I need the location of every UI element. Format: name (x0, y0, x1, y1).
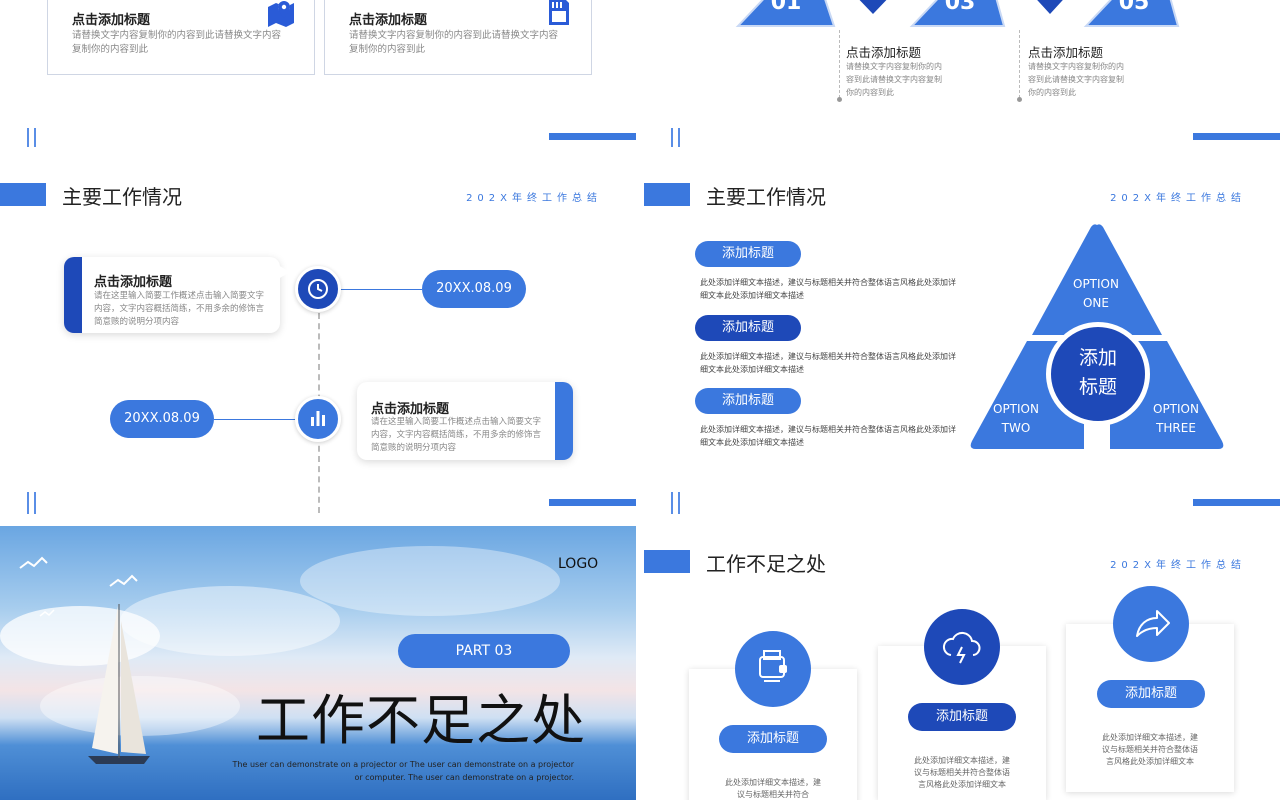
column-label-2: 添加标题 (908, 703, 1016, 731)
box-title: 点击添加标题 (349, 13, 428, 28)
column-desc-3: 此处添加详细文本描述，建议与标题相关并符合整体语言风格此处添加详细文本 (1102, 733, 1198, 766)
slide-shortcomings[interactable]: 工作不足之处 202X年终工作总结 添加标题 此处添加详细文本描述，建议与标题相… (644, 526, 1280, 800)
slide-top-right[interactable]: 01 03 05 点击添加标题 请替换文字内容复制你的内容到此请替换文字内容复制… (644, 0, 1280, 147)
info-box-2: 点击添加标题 请替换文字内容复制你的内容到此请替换文字内容复制你的内容到此 (324, 0, 592, 75)
card-title: 点击添加标题 (371, 402, 450, 417)
slide-part-03-cover[interactable]: LOGO PART 03 工作不足之处 The user can demonst… (0, 526, 636, 800)
info-box-1: 点击添加标题 请替换文字内容复制你的内容到此请替换文字内容复制你的内容到此 (47, 0, 315, 75)
cloud (300, 546, 560, 616)
logo-text: LOGO (558, 556, 599, 572)
card-accent (64, 257, 82, 333)
slide-top-left[interactable]: 点击添加标题 请替换文字内容复制你的内容到此请替换文字内容复制你的内容到此 点击… (0, 0, 636, 147)
deco-bar (671, 492, 673, 514)
step-number: 03 (944, 0, 976, 15)
cloud-lightning-icon (942, 631, 981, 664)
timeline-card-2: 点击添加标题 请在这里输入简要工作概述点击输入简要文字内容，文字内容概括简练，不… (357, 382, 573, 460)
deco-line (549, 133, 636, 140)
card-desc: 请在这里输入简要工作概述点击输入简要文字内容，文字内容概括简练，不用多余的修饰言… (371, 417, 542, 453)
timeline-node-2 (295, 396, 341, 442)
section-marker (0, 183, 46, 206)
map-pin-icon (268, 1, 294, 27)
card-pointer (346, 395, 358, 409)
deco-bar (27, 492, 29, 514)
connector-line (340, 289, 422, 290)
deco-bar (34, 128, 36, 147)
step-title: 点击添加标题 (1028, 45, 1104, 60)
section-subtitle: 202X年终工作总结 (1110, 193, 1246, 204)
part-badge: PART 03 (398, 634, 570, 668)
deco-bar (34, 492, 36, 514)
step-number: 01 (770, 0, 802, 15)
column-icon-1 (735, 631, 811, 707)
section-subtitle: 202X年终工作总结 (1110, 560, 1246, 571)
section-title: 工作不足之处 (706, 552, 826, 576)
section-title: 主要工作情况 (706, 185, 826, 209)
timeline-node-1 (295, 266, 341, 312)
deco-line (1193, 499, 1280, 506)
section-title: 主要工作情况 (62, 185, 182, 209)
sd-card-icon (549, 0, 569, 25)
share-arrow-icon (1136, 610, 1170, 637)
label-pill-2: 添加标题 (695, 315, 801, 341)
deco-line (1193, 133, 1280, 140)
dashed-line (1019, 30, 1020, 98)
clock-icon (308, 279, 328, 299)
center-circle: 添加标题 (1046, 322, 1150, 426)
section-marker (644, 550, 690, 573)
box-title: 点击添加标题 (72, 13, 151, 28)
deco-bar (678, 128, 680, 147)
bar-chart-icon (311, 411, 325, 426)
step-title: 点击添加标题 (846, 45, 922, 60)
line-dot (837, 97, 842, 102)
label-desc-3: 此处添加详细文本描述，建议与标题相关并符合整体语言风格此处添加详细文本此处添加详… (700, 425, 956, 447)
box-desc: 请替换文字内容复制你的内容到此请替换文字内容复制你的内容到此 (349, 30, 559, 55)
label-pill-1: 添加标题 (695, 241, 801, 267)
slide-main-work-timeline[interactable]: 主要工作情况 202X年终工作总结 点击添加标题 请在这里输入简要工作概述点击输… (0, 155, 636, 518)
part-title: 工作不足之处 (256, 689, 586, 752)
label-pill-3: 添加标题 (695, 388, 801, 414)
column-desc-2: 此处添加详细文本描述，建议与标题相关并符合整体语言风格此处添加详细文本 (914, 756, 1010, 789)
column-icon-2 (924, 609, 1000, 685)
printer-icon (759, 650, 787, 682)
dashed-line (839, 30, 840, 98)
deco-bar (27, 128, 29, 147)
step-desc: 请替换文字内容复制你的内容到此请替换文字内容复制你的内容到此 (1028, 62, 1124, 97)
timeline-card-1: 点击添加标题 请在这里输入简要工作概述点击输入简要文字内容，文字内容概括简练，不… (64, 257, 280, 333)
connector-line (214, 419, 298, 420)
column-label-3: 添加标题 (1097, 680, 1205, 708)
card-pointer (278, 265, 290, 279)
triangle-row (735, 0, 1180, 27)
deco-line (549, 499, 636, 506)
step-desc: 请替换文字内容复制你的内容到此请替换文字内容复制你的内容到此 (846, 62, 942, 97)
column-desc-1: 此处添加详细文本描述，建议与标题相关并符合 (725, 778, 821, 799)
box-desc: 请替换文字内容复制你的内容到此请替换文字内容复制你的内容到此 (72, 30, 282, 55)
cloud (0, 606, 160, 666)
step-number: 05 (1118, 0, 1150, 15)
deco-bar (678, 492, 680, 514)
label-desc-2: 此处添加详细文本描述，建议与标题相关并符合整体语言风格此处添加详细文本此处添加详… (700, 352, 956, 374)
label-desc-1: 此处添加详细文本描述，建议与标题相关并符合整体语言风格此处添加详细文本此处添加详… (700, 278, 956, 300)
column-icon-3 (1113, 586, 1189, 662)
slide-main-work-triangle[interactable]: 主要工作情况 202X年终工作总结 添加标题 此处添加详细文本描述，建议与标题相… (644, 155, 1280, 518)
card-accent (555, 382, 573, 460)
card-title: 点击添加标题 (94, 275, 173, 290)
section-subtitle: 202X年终工作总结 (466, 193, 602, 204)
line-dot (1017, 97, 1022, 102)
cloud (120, 586, 340, 656)
date-pill-1: 20XX.08.09 (422, 270, 526, 308)
part-description: The user can demonstrate on a projector … (232, 760, 574, 782)
deco-bar (671, 128, 673, 147)
date-pill-2: 20XX.08.09 (110, 400, 214, 438)
column-label-1: 添加标题 (719, 725, 827, 753)
section-marker (644, 183, 690, 206)
card-desc: 请在这里输入简要工作概述点击输入简要文字内容，文字内容概括简练，不用多余的修饰言… (94, 291, 265, 327)
sailboat-illustration (19, 556, 150, 764)
